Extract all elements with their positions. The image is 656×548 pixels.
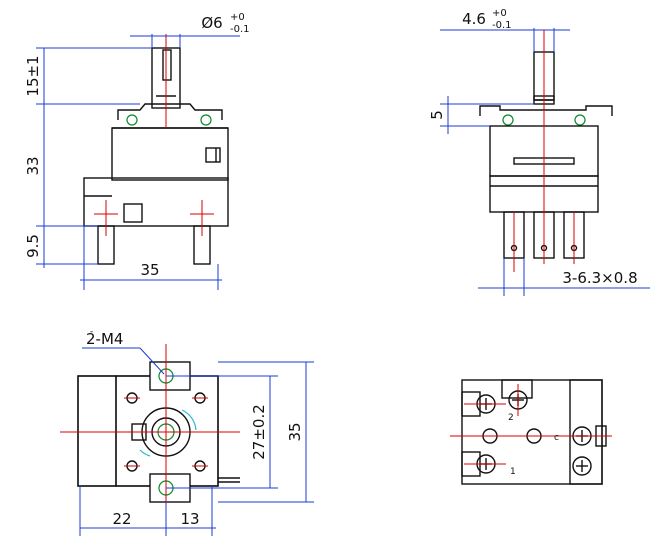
- terminal-label-2: 2: [508, 413, 514, 423]
- dim-mount-height: 35: [286, 422, 304, 441]
- top-view: 2-M4 - 27±0.2 35 22 13: [60, 327, 314, 536]
- dim-shaft-diameter-tol-upper: +0: [230, 12, 245, 23]
- dim-base-height: 9.5: [24, 234, 42, 258]
- front-bracket: [117, 103, 223, 120]
- dim-body-height: 33: [24, 156, 42, 175]
- dim-flat-height: 5: [428, 110, 446, 120]
- front-view: Ø6 +0 -0.1 15±1 33 9.5 35: [24, 12, 250, 290]
- terminal-label-c: c: [554, 433, 559, 443]
- dim-offset-left: 22: [112, 510, 131, 528]
- dim-body-width: 35: [140, 261, 159, 279]
- front-body: [111, 127, 229, 181]
- dim-shaft-diameter-tol-lower: -0.1: [230, 24, 250, 35]
- rotation-arrow-upper: [181, 409, 197, 431]
- dim-terminals: 3-6.3×0.8: [562, 269, 637, 287]
- label-mount-holes: 2-M4: [86, 330, 123, 348]
- dim-shaft-width: 4.6: [462, 10, 486, 28]
- rotation-arrow-lower: [139, 449, 151, 457]
- leader-tick: -: [90, 327, 93, 337]
- terminal-label-1: 1: [510, 467, 516, 477]
- dim-hole-spacing: 27±0.2: [250, 404, 268, 460]
- dim-shaft-length: 15±1: [24, 55, 42, 96]
- side-bracket: [479, 105, 613, 116]
- front-shaft-slot: [162, 49, 172, 81]
- dim-shaft-width-tol-upper: +0: [492, 8, 507, 19]
- dim-shaft-diameter: Ø6: [201, 14, 222, 32]
- front-base: [83, 177, 229, 227]
- side-view: 4.6 +0 -0.1 5 3-6.3×0.8: [428, 8, 650, 296]
- terminal-screw-lower-right: [572, 456, 592, 476]
- dim-offset-right: 13: [180, 510, 199, 528]
- dim-shaft-width-tol-lower: -0.1: [492, 20, 512, 31]
- bottom-view: 2 1 c: [450, 379, 612, 485]
